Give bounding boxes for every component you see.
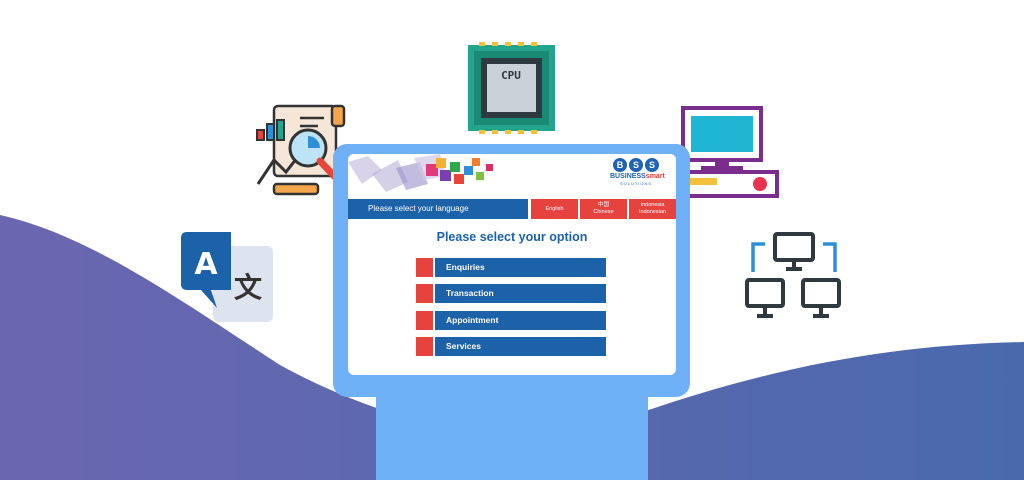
logo-letter: S <box>629 158 643 172</box>
business-smart-logo: B S S BUSINESSsmart SOLUTIONS <box>610 158 665 192</box>
puzzle-banner-art <box>348 154 493 192</box>
logo-tagline: SOLUTIONS <box>619 181 653 186</box>
option-appointment[interactable]: Appointment <box>416 311 606 330</box>
appointment-button[interactable]: Appointment <box>435 311 606 330</box>
desktop-computer-icon <box>675 106 779 198</box>
logo-letter: S <box>645 158 659 172</box>
translate-icon: A 文 <box>181 232 273 322</box>
screen-banner: B S S BUSINESSsmart SOLUTIONS <box>348 154 676 196</box>
option-marker <box>416 284 433 303</box>
language-prompt: Please select your language <box>348 199 528 219</box>
option-services[interactable]: Services <box>416 337 606 356</box>
logo-letter: B <box>613 158 627 172</box>
translate-cjk-glyph: 文 <box>234 271 262 304</box>
option-marker <box>416 337 433 356</box>
option-marker <box>416 258 433 277</box>
language-indonesian-button[interactable]: Indonesia Indonesian <box>629 199 676 219</box>
cpu-icon: CPU <box>468 42 555 134</box>
logo-wordmark: BUSINESSsmart <box>610 173 665 180</box>
transaction-button[interactable]: Transaction <box>435 284 606 303</box>
network-computers-icon <box>745 232 841 318</box>
services-button[interactable]: Services <box>435 337 606 356</box>
kiosk-stand <box>376 385 648 480</box>
kiosk-screen: B S S BUSINESSsmart SOLUTIONS Please sel… <box>348 154 676 375</box>
language-english-button[interactable]: English <box>531 199 578 219</box>
enquiries-button[interactable]: Enquiries <box>435 258 606 277</box>
cpu-label: CPU <box>501 69 521 82</box>
language-chinese-button[interactable]: 中国 Chinese <box>580 199 627 219</box>
option-marker <box>416 311 433 330</box>
language-bar: Please select your language English 中国 C… <box>348 199 676 219</box>
option-title: Please select your option <box>436 230 588 244</box>
translate-latin-glyph: A <box>194 247 218 282</box>
report-analysis-icon <box>256 104 346 196</box>
option-enquiries[interactable]: Enquiries <box>416 258 606 277</box>
option-transaction[interactable]: Transaction <box>416 284 606 303</box>
